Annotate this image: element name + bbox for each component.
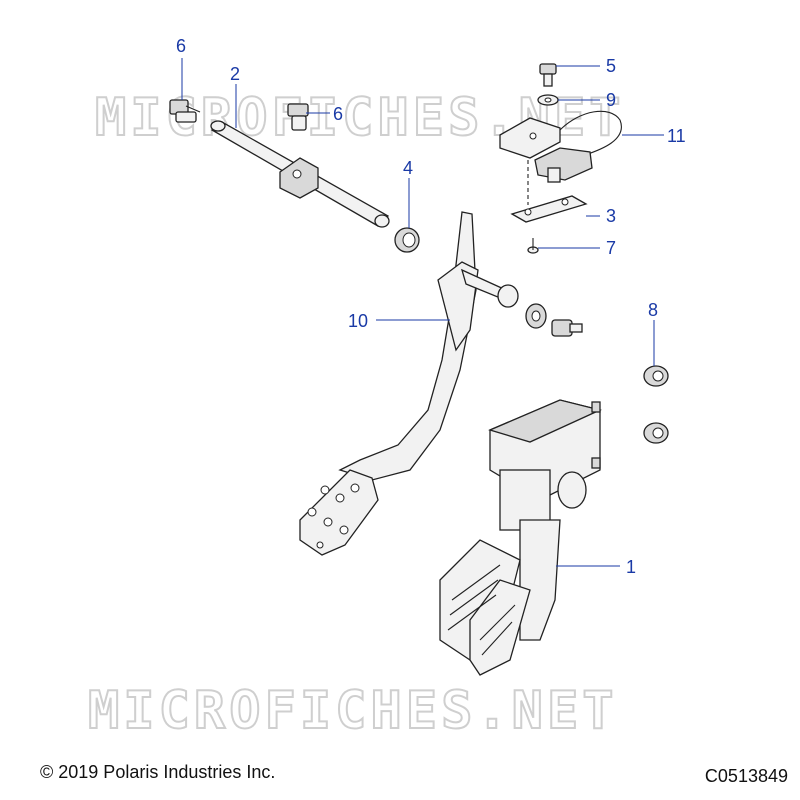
callout-9: 9 xyxy=(606,90,616,110)
callout-4: 4 xyxy=(403,158,413,178)
callout-6b: 6 xyxy=(333,104,343,124)
bolt-6-left xyxy=(169,99,201,123)
grommet-8-lower xyxy=(643,422,669,444)
drawing-code: C0513849 xyxy=(704,766,788,786)
pedal-shaft-2 xyxy=(210,120,390,228)
callout-7: 7 xyxy=(606,238,616,258)
leader-lines xyxy=(181,58,664,567)
screw-5 xyxy=(539,63,557,87)
grommet-8-upper xyxy=(643,365,669,387)
callout-5: 5 xyxy=(606,56,616,76)
copyright-text: © 2019 Polaris Industries Inc. xyxy=(40,762,276,782)
watermark-bottom: MICROFICHES.NET xyxy=(88,681,618,741)
bushing-4 xyxy=(394,227,420,253)
washer-9 xyxy=(537,94,559,106)
brake-pedal-10 xyxy=(299,211,519,556)
callout-1: 1 xyxy=(626,557,636,577)
bracket-3 xyxy=(510,195,588,223)
bolt-6-middle xyxy=(287,103,309,131)
accelerator-pedal-1 xyxy=(439,399,602,676)
sensor-harness-11 xyxy=(499,110,622,183)
callout-11: 11 xyxy=(667,126,686,146)
washer-bolt-pedal xyxy=(525,303,583,337)
callout-2: 2 xyxy=(230,64,240,84)
callout-6a: 6 xyxy=(176,36,186,56)
screw-7 xyxy=(527,238,539,254)
callout-8: 8 xyxy=(648,300,658,320)
callout-10: 10 xyxy=(348,311,368,331)
callout-3: 3 xyxy=(606,206,616,226)
